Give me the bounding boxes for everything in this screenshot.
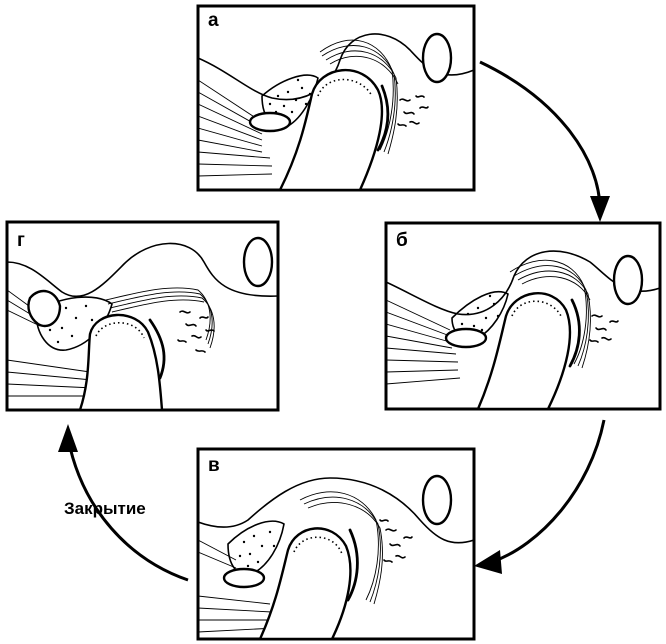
panel-b-cartilage <box>511 300 563 319</box>
panel-g-pad <box>27 289 62 328</box>
panel-v-condyle <box>258 527 352 639</box>
panel-a-condyle <box>278 68 384 190</box>
panel-v-fossa-outline <box>198 477 474 544</box>
panel-b-ear-canal <box>612 254 644 306</box>
panel-b-label: б <box>396 230 408 251</box>
cycle-caption: Закрытие <box>64 499 146 518</box>
panel-b-condyle <box>476 292 572 409</box>
panel-b-disc-stipple <box>460 294 500 332</box>
panel-g: г <box>5 220 280 412</box>
panel-v-pad <box>222 567 266 589</box>
panel-b-pad <box>444 327 488 349</box>
arrow-a-to-b <box>479 60 602 211</box>
arrow-b-to-v-head <box>474 550 502 574</box>
panel-a-retrodiscal-tissue <box>397 95 429 127</box>
panel-b-retrodiscal-tissue <box>589 314 619 343</box>
arrow-v-to-g-head <box>58 424 78 452</box>
panel-a-cartilage <box>317 78 373 97</box>
panel-b: б <box>384 221 662 411</box>
panel-v-ear-canal <box>421 474 453 526</box>
panel-a-disc-stipple <box>268 78 312 120</box>
panel-a-ligament <box>319 39 399 155</box>
arrow-b-to-v <box>491 419 606 564</box>
panel-v-cartilage <box>293 536 343 555</box>
panel-g-condyle <box>78 313 164 410</box>
panel-g-cartilage <box>95 322 145 339</box>
panel-v-ligament <box>299 491 383 605</box>
panel-a-muscle-fibres <box>198 79 273 177</box>
panel-v-label: в <box>208 455 220 476</box>
cycle-arrows <box>58 60 610 582</box>
panel-b-ligament <box>509 259 591 369</box>
panel-g-ligament <box>105 287 215 380</box>
panel-g-fossa-outline <box>7 242 278 298</box>
panel-g-retrodiscal-tissue <box>177 310 215 353</box>
panel-v-retrodiscal-tissue <box>379 519 413 563</box>
arrow-v-to-g <box>66 437 189 582</box>
arrow-a-to-b-head <box>590 196 610 222</box>
panel-v-disc-stipple <box>238 530 276 568</box>
panel-a-ear-canal <box>421 32 453 84</box>
panel-a-label: а <box>208 10 219 31</box>
panel-a-pad <box>248 111 292 133</box>
panel-g-ear-canal <box>242 236 274 288</box>
panel-a: а <box>196 4 476 192</box>
panel-b-muscle-fibres <box>386 299 461 385</box>
panel-v: в <box>196 447 476 641</box>
panel-g-label: г <box>17 230 25 251</box>
